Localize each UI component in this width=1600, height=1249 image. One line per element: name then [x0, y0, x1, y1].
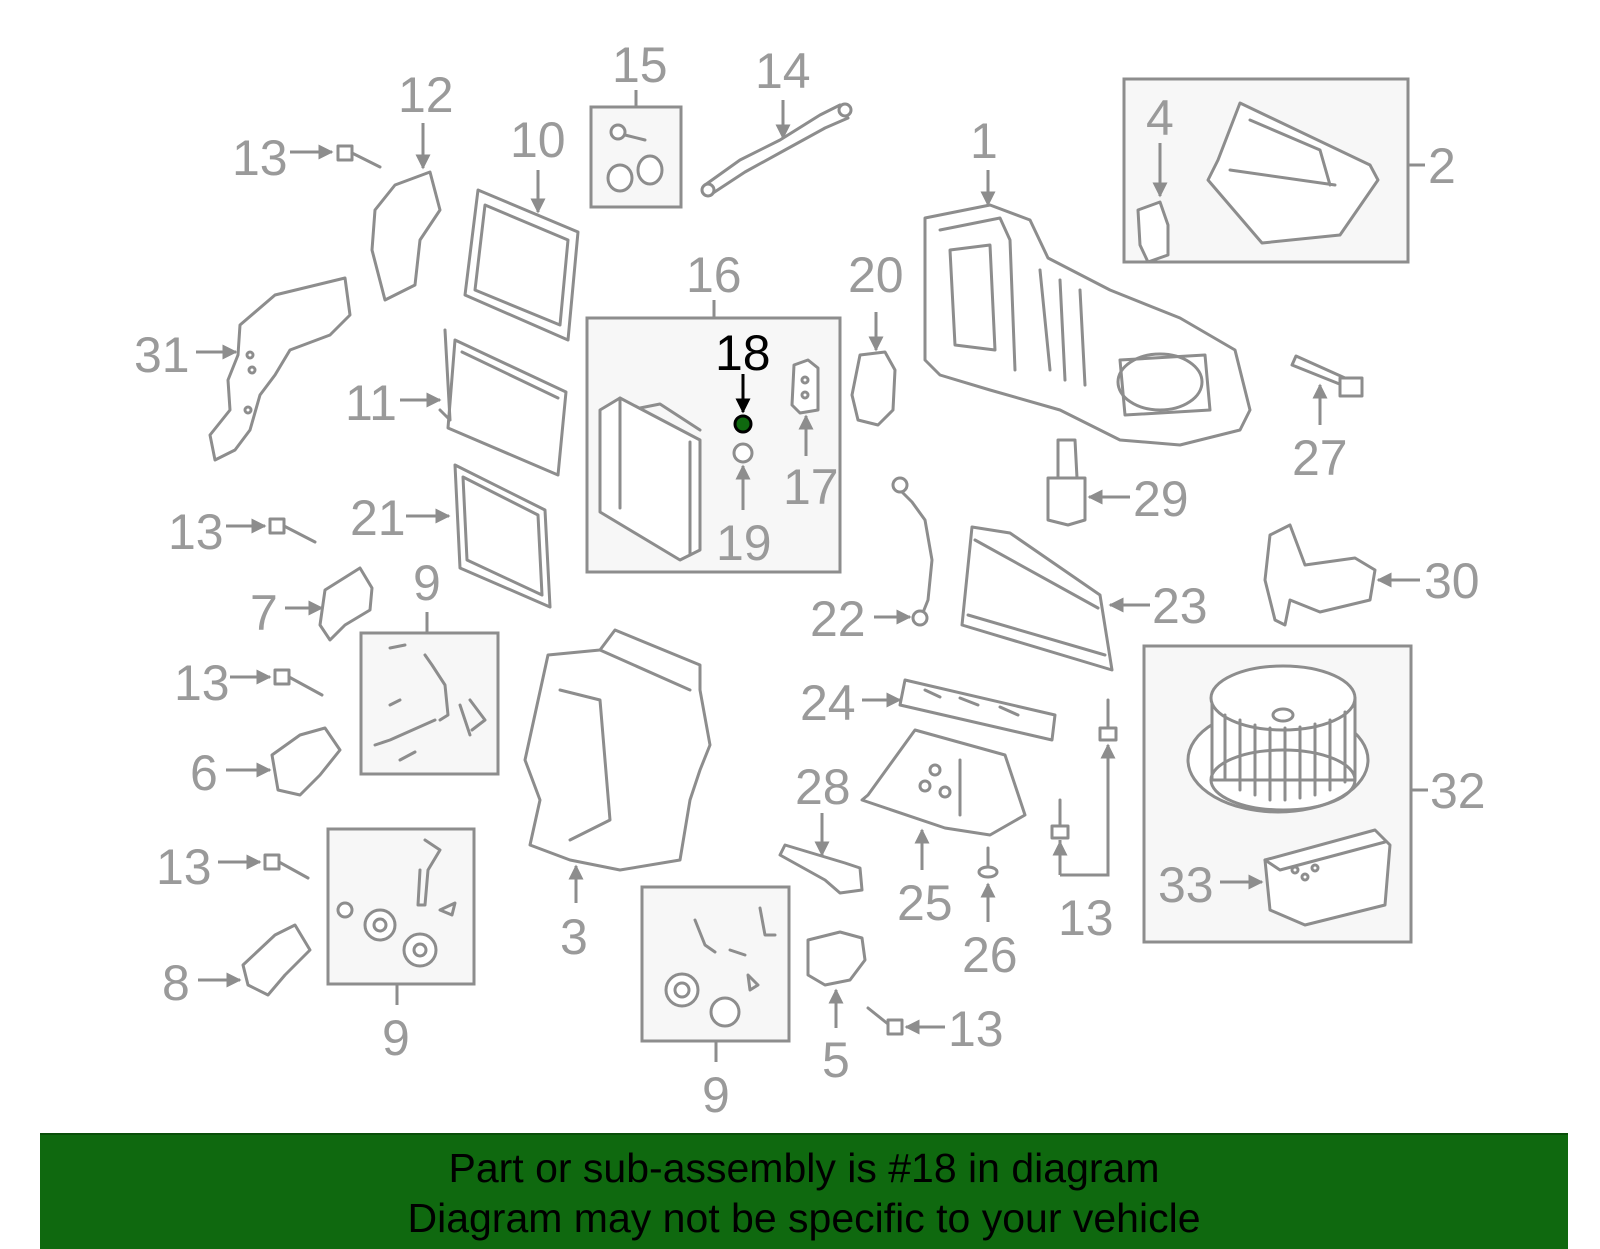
callout-5: 5 [822, 1032, 850, 1088]
part-5-actuator [806, 930, 867, 987]
part-28-motor [778, 843, 864, 895]
callout-20: 20 [848, 247, 904, 303]
part-13-screw-f [1050, 698, 1118, 840]
part-32-blower [1186, 664, 1370, 814]
callout-18: 18 [715, 325, 771, 381]
part-9-gear-set-bottom [664, 906, 777, 1028]
callout-32: 32 [1430, 763, 1486, 819]
part-3-housing [523, 628, 712, 872]
leader-13f [1058, 745, 1108, 877]
group-box-15 [589, 105, 683, 209]
callout-30: 30 [1424, 553, 1480, 609]
banner-part-line: Part or sub-assembly is #18 in diagram [448, 1145, 1160, 1191]
group-box-9-top [359, 631, 500, 776]
callout-6: 6 [190, 745, 218, 801]
part-24-seal-plate [898, 678, 1057, 742]
callout-29: 29 [1133, 471, 1189, 527]
callout-1: 1 [970, 113, 998, 169]
callout-16: 16 [686, 247, 742, 303]
callout-21: 21 [350, 490, 406, 546]
callout-15: 15 [612, 37, 668, 93]
part-14-pipe [700, 102, 853, 198]
callout-33: 33 [1158, 857, 1214, 913]
callout-13b: 13 [168, 504, 224, 560]
part-30-duct [1263, 523, 1377, 627]
part-16-evaporator-kit [598, 396, 702, 562]
part-22-hose [891, 476, 934, 627]
callout-13a: 13 [232, 130, 288, 186]
callout-4: 4 [1146, 90, 1174, 146]
part-9-linkage-set-top [373, 643, 487, 762]
callout-13d: 13 [156, 839, 212, 895]
callout-10: 10 [510, 112, 566, 168]
callout-26: 26 [962, 927, 1018, 983]
part-10-evaporator [463, 188, 580, 342]
part-13-screw-e [866, 1006, 904, 1036]
callout-19: 19 [716, 515, 772, 571]
part-11-heater-core [438, 328, 568, 477]
part-33-control-module [1263, 828, 1392, 927]
part-19-o-ring [732, 442, 754, 464]
callout-31: 31 [134, 327, 190, 383]
part-13-screw-d [263, 853, 310, 880]
part-23-cabin-filter [960, 525, 1114, 672]
part-13-screw-c [273, 668, 324, 697]
callout-9c: 9 [702, 1067, 730, 1123]
part-6-bracket [270, 726, 342, 797]
callout-12: 12 [398, 67, 454, 123]
callout-22: 22 [810, 591, 866, 647]
part-12-panel [370, 170, 442, 302]
part-8-bracket [241, 923, 312, 997]
part-7-clip [318, 566, 374, 642]
part-27-sensor [1290, 354, 1364, 398]
callout-25: 25 [897, 875, 953, 931]
part-29-filter-cartridge [1046, 438, 1087, 527]
part-21-filter-frame [453, 463, 552, 609]
notice-banner: Part or sub-assembly is #18 in diagram D… [40, 1133, 1568, 1249]
callout-3: 3 [560, 909, 588, 965]
callout-23: 23 [1152, 578, 1208, 634]
callout-2: 2 [1428, 138, 1456, 194]
part-13-screw-a [336, 144, 382, 169]
callout-17: 17 [783, 459, 839, 515]
part-26-fastener [977, 846, 999, 879]
part-4-actuator [1136, 200, 1170, 264]
part-20-sensor [850, 350, 897, 427]
part-15-fittings [606, 123, 664, 193]
part-13-screw-b [268, 517, 317, 544]
callout-11: 11 [345, 375, 397, 431]
part-18-o-ring-highlight [733, 414, 753, 434]
banner-disclaimer-line: Diagram may not be specific to your vehi… [407, 1195, 1201, 1241]
callout-7: 7 [250, 585, 278, 641]
part-31-bracket [208, 276, 352, 462]
callout-8: 8 [162, 955, 190, 1011]
callout-13f: 13 [1058, 890, 1114, 946]
part-25-tray [860, 728, 1027, 837]
part-2-duct [1206, 101, 1380, 245]
callout-28: 28 [795, 759, 851, 815]
part-17-valve [790, 358, 820, 415]
callout-13c: 13 [174, 655, 230, 711]
callout-24: 24 [800, 675, 856, 731]
callout-27: 27 [1292, 430, 1348, 486]
part-1-hvac-case [923, 203, 1252, 447]
callout-9b: 9 [382, 1010, 410, 1066]
part-9-gear-set-left [336, 838, 457, 968]
callout-13e: 13 [948, 1001, 1004, 1057]
callout-14: 14 [755, 43, 811, 99]
callout-9a: 9 [413, 555, 441, 611]
